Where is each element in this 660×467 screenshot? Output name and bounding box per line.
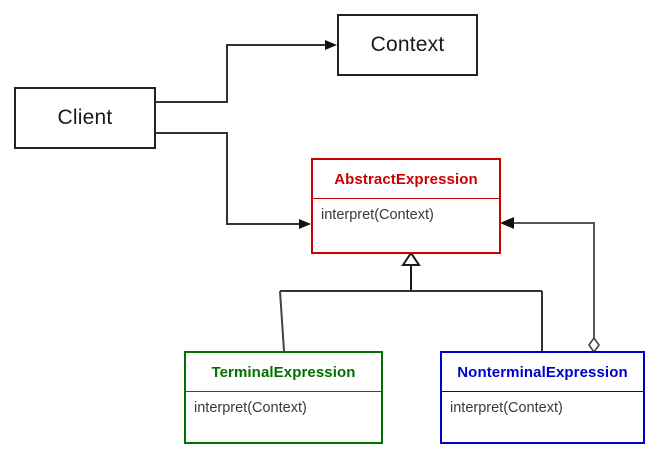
- arrowhead-into-abstract-expression-right: [500, 217, 514, 229]
- member-interpret-nonterminal-expression: interpret(Context): [450, 400, 563, 416]
- class-box-terminal-expression[interactable]: TerminalExpression interpret(Context): [184, 351, 383, 444]
- class-name-abstract-expression: AbstractExpression: [313, 160, 499, 199]
- class-name-context: Context: [370, 33, 445, 56]
- member-interpret-abstract-expression: interpret(Context): [321, 207, 434, 223]
- hollow-triangle-inheritance-arrowhead: [401, 251, 421, 266]
- connector-client-to-abstract-expression: [156, 132, 311, 229]
- class-box-context[interactable]: Context: [337, 14, 478, 76]
- connector-nonterminal-aggregation: [500, 217, 600, 354]
- connector-client-to-context: [156, 40, 337, 103]
- member-list-abstract-expression: interpret(Context): [313, 199, 499, 224]
- class-name-terminal-expression: TerminalExpression: [186, 353, 381, 392]
- member-list-nonterminal-expression: interpret(Context): [442, 392, 643, 417]
- class-name-nonterminal-expression: NonterminalExpression: [442, 353, 643, 392]
- connector-generalization-tree: [279, 251, 543, 352]
- hollow-diamond-aggregation-marker: [588, 336, 600, 354]
- class-box-nonterminal-expression[interactable]: NonterminalExpression interpret(Context): [440, 351, 645, 444]
- class-name-client: Client: [57, 106, 113, 129]
- member-list-terminal-expression: interpret(Context): [186, 392, 381, 417]
- arrowhead-into-abstract-expression-left: [299, 219, 311, 229]
- arrowhead-into-context: [325, 40, 337, 50]
- member-interpret-terminal-expression: interpret(Context): [194, 400, 307, 416]
- class-box-client[interactable]: Client: [14, 87, 156, 149]
- class-box-abstract-expression[interactable]: AbstractExpression interpret(Context): [311, 158, 501, 254]
